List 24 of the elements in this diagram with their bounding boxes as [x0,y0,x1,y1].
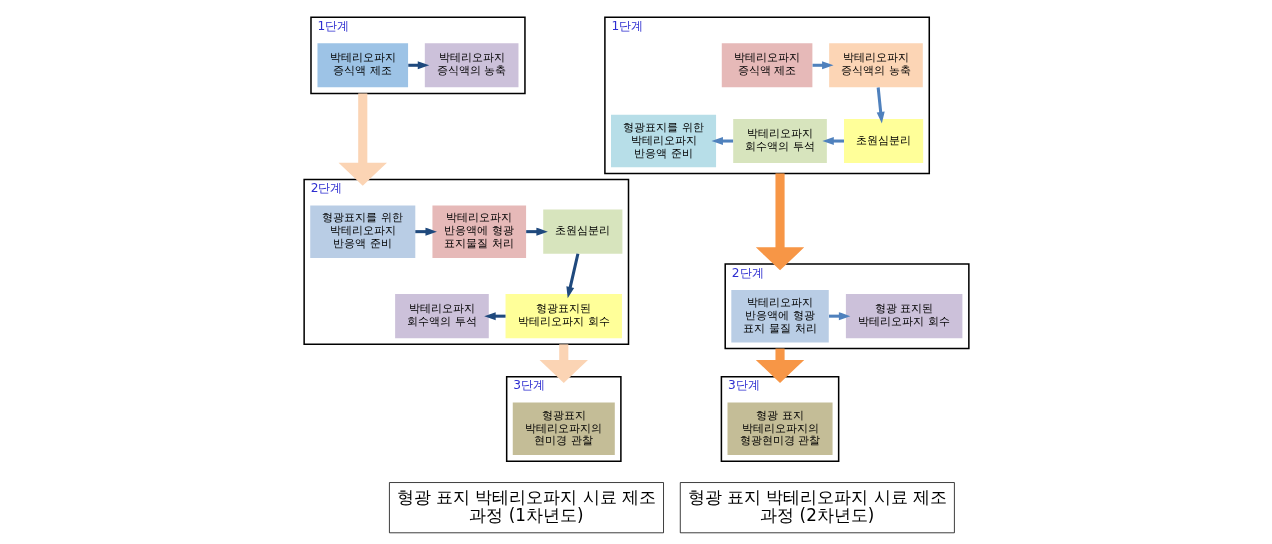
node-box: 박테리오파지 반응액에 형광 표지물질 처리 [431,205,526,258]
node-box: 형광 표지 박테리오파지의 형광현미경 관찰 [727,402,833,456]
node-box: 박테리오파지 증식액의 농축 [828,43,923,88]
node-box: 형광표지된 박테리오파지 회수 [505,294,622,339]
node-box: 형광 표지된 박테리오파지 회수 [845,294,962,339]
node-box: 형광표지 박테리오파지의 현미경 관찰 [512,402,615,456]
node-box: 박테리오파지 증식액의 농축 [424,43,518,88]
node-box: 초원심분리 [542,209,622,254]
node-box: 박테리오파지 회수액의 투석 [732,118,827,164]
arrow [755,173,804,271]
node-box: 형광표지를 위한 박테리오파지 반응액 준비 [309,205,415,258]
arrow [539,344,588,383]
node-box: 박테리오파지 증식액 제조 [721,43,812,88]
arrow [876,87,885,124]
node-box: 박테리오파지 회수액의 투석 [394,294,489,339]
node-box: 초원심분리 [843,118,923,164]
arrow [338,93,387,186]
arrow [565,253,579,299]
node-box: 형광 표지 박테리오파지 시료 제조 과정 (2차년도) [679,482,955,534]
node-box: 박테리오파지 반응액에 형광 표지 물질 처리 [730,289,829,343]
node-box: 형광표지를 위한 박테리오파지 반응액 준비 [610,114,716,168]
node-box: 박테리오파지 증식액 제조 [316,43,408,88]
arrow [407,61,429,70]
node-box: 형광 표지 박테리오파지 시료 제조 과정 (1차년도) [388,482,664,534]
